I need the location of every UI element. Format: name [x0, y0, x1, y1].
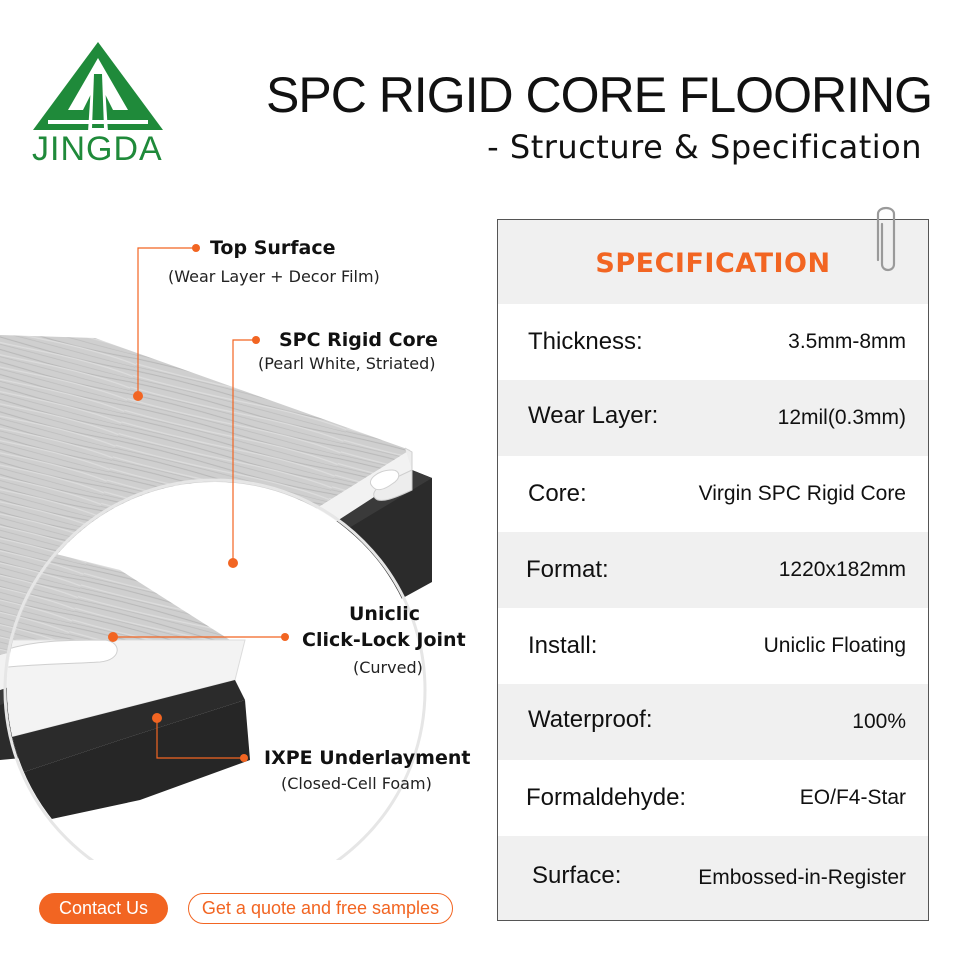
- spec-row-waterproof: Waterproof: 100%: [498, 684, 928, 760]
- callout-dot: [152, 713, 162, 723]
- spec-label: Format:: [526, 556, 609, 583]
- specification-heading: SPECIFICATION: [595, 248, 831, 279]
- spec-value: Uniclic Floating: [763, 634, 906, 657]
- jingda-logo: JINGDA: [28, 40, 168, 170]
- get-quote-button[interactable]: Get a quote and free samples: [188, 893, 453, 924]
- callout-underlay-title: IXPE Underlayment: [264, 747, 471, 769]
- callout-joint-title-2: Click-Lock Joint: [302, 629, 466, 651]
- spec-row-formaldehyde: Formaldehyde: EO/F4-Star: [498, 760, 928, 836]
- spec-row-wear-layer: Wear Layer: 12mil(0.3mm): [498, 380, 928, 456]
- callout-dot: [133, 391, 143, 401]
- spec-label: Core:: [528, 480, 587, 507]
- specification-panel: SPECIFICATION Thickness: 3.5mm-8mm Wear …: [497, 219, 929, 921]
- callout-joint-subtitle: (Curved): [353, 658, 423, 677]
- logo-mountain-icon: [33, 42, 163, 132]
- callout-underlay-subtitle: (Closed-Cell Foam): [281, 774, 432, 793]
- spec-label: Install:: [528, 632, 598, 659]
- callout-dot: [108, 632, 118, 642]
- spec-row-core: Core: Virgin SPC Rigid Core: [498, 456, 928, 532]
- contact-us-button[interactable]: Contact Us: [39, 893, 168, 924]
- spec-value: 1220x182mm: [778, 558, 906, 581]
- flooring-structure-illustration: [0, 244, 432, 860]
- spec-label: Thickness:: [528, 328, 643, 355]
- spec-label: Formaldehyde:: [526, 784, 687, 811]
- spec-row-surface: Surface: Embossed-in-Register: [498, 836, 928, 920]
- spec-label: Wear Layer:: [528, 402, 659, 429]
- spec-value: Virgin SPC Rigid Core: [698, 482, 906, 505]
- spec-row-install: Install: Uniclic Floating: [498, 608, 928, 684]
- page-subtitle: - Structure & Specification: [487, 128, 922, 166]
- spec-value: 100%: [852, 710, 906, 733]
- spec-row-format: Format: 1220x182mm: [498, 532, 928, 608]
- spec-value: Embossed-in-Register: [698, 866, 906, 889]
- spec-value: 3.5mm-8mm: [788, 330, 906, 353]
- specification-header: SPECIFICATION: [498, 220, 928, 304]
- callout-spc-core-subtitle: (Pearl White, Striated): [258, 354, 436, 373]
- brand-name: JINGDA: [32, 130, 163, 168]
- callout-joint-title: Uniclic: [349, 603, 421, 625]
- paperclip-icon: [876, 206, 896, 272]
- spec-row-thickness: Thickness: 3.5mm-8mm: [498, 304, 928, 380]
- spec-value: 12mil(0.3mm): [777, 406, 906, 429]
- callout-dot: [228, 558, 238, 568]
- callout-spc-core-title: SPC Rigid Core: [279, 329, 438, 351]
- page-title: SPC RIGID CORE FLOORING: [266, 67, 933, 123]
- spec-label: Surface:: [532, 862, 622, 889]
- callout-top-surface-title: Top Surface: [210, 237, 336, 259]
- spec-label: Waterproof:: [528, 706, 653, 733]
- callout-top-surface-subtitle: (Wear Layer + Decor Film): [168, 267, 380, 286]
- spec-value: EO/F4-Star: [799, 786, 906, 809]
